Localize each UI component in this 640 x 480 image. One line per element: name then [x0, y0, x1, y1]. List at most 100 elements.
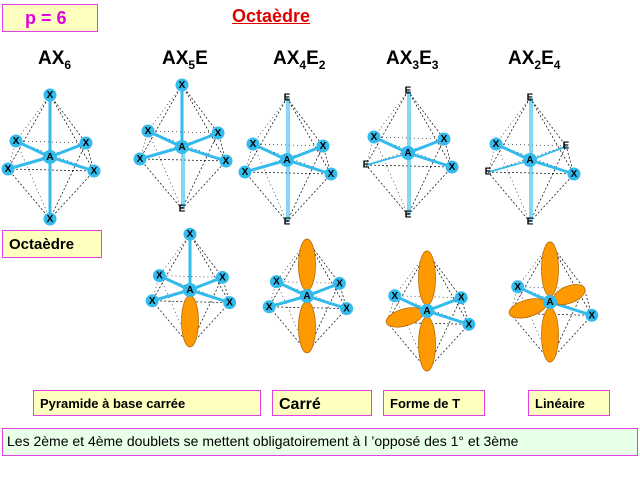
- pyr-ligand-label: X: [219, 272, 226, 283]
- ax3e3-edge-hidden: [373, 136, 445, 140]
- ax2e4-edge: [487, 171, 531, 223]
- carre-ligand-atom: [262, 300, 276, 314]
- ax4e2-ligand-atom: [246, 137, 260, 151]
- ax3e3-ligand-label: X: [371, 132, 378, 143]
- forme-bond: [426, 309, 470, 326]
- ax2e4-lone-pair-label: E: [527, 93, 534, 104]
- ax6-ligand-atom: [87, 164, 101, 178]
- ax4e2-ligand-atom: [324, 167, 338, 181]
- forme-ligand-label: X: [465, 319, 472, 330]
- ax5e-edge: [181, 160, 227, 210]
- ax2e4-bond: [529, 158, 575, 176]
- lin-lone-pair-lobe: [541, 307, 559, 363]
- ax6-edge-hidden: [15, 94, 51, 142]
- carre-edge: [269, 306, 347, 309]
- ax4e2-ligand-atom: [316, 139, 330, 153]
- ax3e3-edge: [407, 90, 453, 168]
- lin-ligand-atom: [585, 308, 599, 322]
- ax2e4-lone-pair-axis: [531, 145, 569, 161]
- ax5e-ligand-atom: [175, 78, 189, 92]
- ax3e3-ligand-label: X: [441, 134, 448, 145]
- ax3e3-ligand-atom: [437, 132, 451, 146]
- formula-ax6: AX6: [38, 48, 72, 72]
- ax2e4-ligand-label: X: [493, 139, 500, 150]
- ax2e4-ligand-atom: [489, 137, 503, 151]
- label-octahedron: Octaèdre: [2, 230, 102, 258]
- formula-ax2e4: AX2E4: [508, 48, 561, 72]
- ax4e2-edge: [286, 173, 332, 223]
- ax5e-ligand-atom: [133, 152, 147, 166]
- forme-edge-hidden: [394, 295, 428, 371]
- ax2e4-ligand-label: X: [571, 169, 578, 180]
- ax6-ligand-atom: [43, 88, 57, 102]
- pyr-ligand-atom: [183, 227, 197, 241]
- carre-ligand-atom: [269, 275, 283, 289]
- ax4e2-edge: [244, 171, 288, 223]
- pyr-edge: [189, 233, 223, 278]
- forme-ligand-atom: [462, 317, 476, 331]
- p-label: p = 6: [2, 4, 98, 32]
- ax6-bond: [49, 155, 95, 173]
- pyr-ligand-atom: [145, 294, 159, 308]
- ax3e3-edge-hidden: [373, 90, 409, 138]
- ax2e4-lone-pair-label: E: [485, 167, 492, 178]
- forme-ligand-atom: [454, 291, 468, 305]
- carre-ligand-label: X: [273, 277, 280, 288]
- ax4e2-ligand-label: X: [242, 167, 249, 178]
- forme-central-atom: [420, 304, 434, 318]
- forme-lone-pair-lobe: [418, 250, 436, 306]
- ax6-ligand-label: X: [47, 214, 54, 225]
- carre-central-label: A: [303, 291, 310, 302]
- pyr-ligand-atom: [215, 270, 229, 284]
- ax3e3-edge: [365, 164, 453, 168]
- ax5e-edge: [139, 158, 227, 162]
- ax4e2-edge-hidden: [252, 143, 324, 147]
- ax5e-ligand-label: X: [215, 128, 222, 139]
- ax4e2-ligand-label: X: [328, 169, 335, 180]
- ax5e-ligand-label: X: [223, 156, 230, 167]
- carre-ligand-label: X: [343, 304, 350, 315]
- ax3e3-central-atom: [401, 146, 415, 160]
- ax4e2-ligand-label: X: [250, 139, 257, 150]
- ax5e-bond: [139, 145, 183, 161]
- formula-ax5e: AX5E: [162, 48, 208, 72]
- label-linear: Linéaire: [528, 390, 610, 416]
- lin-central-atom: [543, 295, 557, 309]
- ax5e-edge: [139, 158, 183, 210]
- label-square-pyramid: Pyramide à base carrée: [33, 390, 261, 416]
- lin-lone-pair-lobe: [541, 241, 559, 297]
- label-t-shape: Forme de T: [383, 390, 485, 416]
- ax2e4-edge-hidden: [495, 97, 531, 145]
- ax4e2-ligand-label: X: [320, 141, 327, 152]
- ax5e-central-atom: [175, 140, 189, 154]
- carre-lone-pair-lobe: [298, 238, 316, 291]
- formula-ax4e2: AX4E2: [273, 48, 326, 72]
- carre-edge-hidden: [276, 281, 340, 284]
- ax2e4-lone-pair-label: E: [563, 141, 570, 152]
- pyr-ligand-label: X: [156, 271, 163, 282]
- page-title: Octaèdre: [232, 6, 311, 26]
- ax3e3-bond: [407, 151, 453, 169]
- pyr-edge-hidden: [159, 275, 223, 278]
- ax6-edge: [49, 94, 87, 144]
- forme-central-label: A: [423, 306, 430, 317]
- ax6-central-atom: [43, 150, 57, 164]
- ax6-edge: [49, 170, 95, 220]
- note-text: Les 2ème et 4ème doublets se mettent obl…: [2, 428, 638, 456]
- carre-ligand-atom: [332, 276, 346, 290]
- ax3e3-lone-pair-label: E: [405, 210, 412, 221]
- ax6-ligand-atom: [79, 136, 93, 150]
- label-square: Carré: [272, 390, 372, 416]
- carre-ligand-atom: [340, 302, 354, 316]
- ax3e3-ligand-label: X: [449, 162, 456, 173]
- ax5e-edge-hidden: [147, 84, 183, 132]
- ax3e3-ligand-atom: [367, 130, 381, 144]
- ax4e2-edge: [286, 97, 324, 147]
- ax4e2-lone-pair-label: E: [284, 217, 291, 228]
- ax6-ligand-atom: [43, 212, 57, 226]
- ax3e3-edge: [407, 166, 453, 216]
- ax3e3-central-label: A: [404, 148, 411, 159]
- ax2e4-ligand-atom: [567, 167, 581, 181]
- ax4e2-edge: [244, 171, 332, 175]
